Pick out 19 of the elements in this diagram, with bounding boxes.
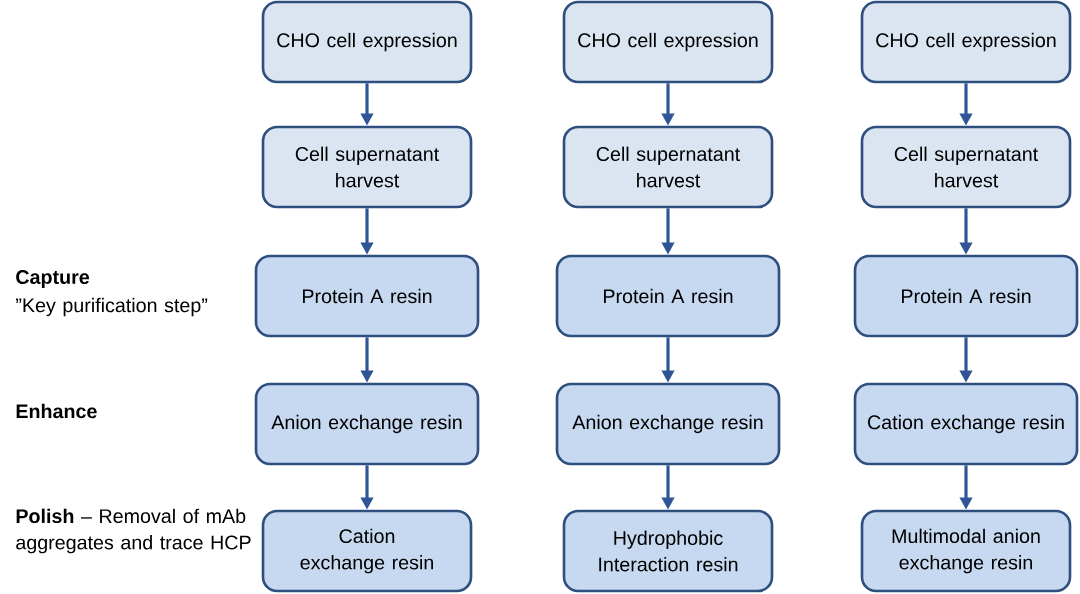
process-box: Protein A resin xyxy=(853,254,1079,338)
row-label: Capture xyxy=(16,270,90,288)
row-label: Enhance xyxy=(16,403,97,419)
process-box: Anion exchange resin xyxy=(555,382,781,466)
process-box: CHO cell expression xyxy=(860,0,1072,84)
process-box: Anion exchange resin xyxy=(254,382,480,466)
process-box: Hydrophobic Interaction resin xyxy=(562,509,774,593)
row-label: ”Key purification step” xyxy=(16,297,208,317)
process-box: Multimodal anion exchange resin xyxy=(860,509,1072,593)
process-box: Cation exchange resin xyxy=(261,509,473,593)
process-box: Protein A resin xyxy=(254,254,480,338)
process-box: CHO cell expression xyxy=(562,0,774,84)
process-box: Cell supernatant harvest xyxy=(860,125,1072,209)
row-label: Polish – Removal of mAb aggregates and trace HCP xyxy=(16,508,251,554)
process-box: Cell supernatant harvest xyxy=(261,125,473,209)
process-box: Cell supernatant harvest xyxy=(562,125,774,209)
process-box: Cation exchange resin xyxy=(853,382,1079,466)
process-box: CHO cell expression xyxy=(261,0,473,84)
process-box: Protein A resin xyxy=(555,254,781,338)
